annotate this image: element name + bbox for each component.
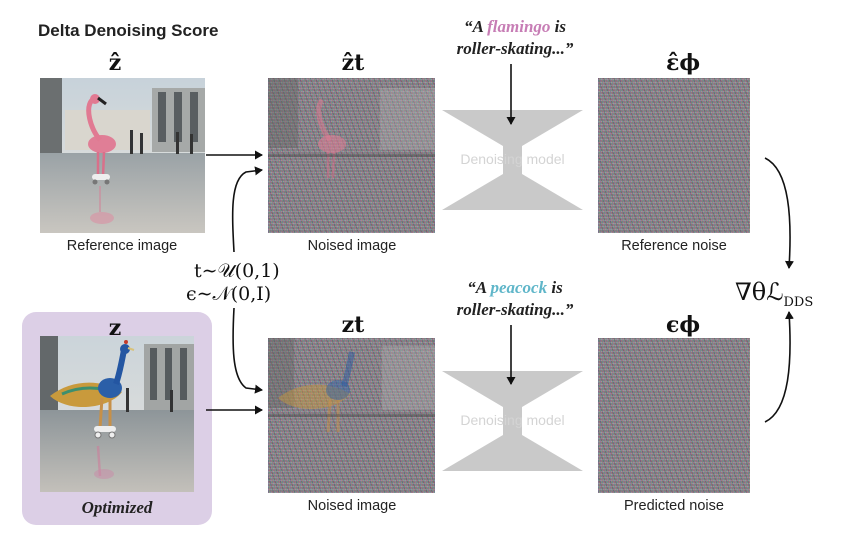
predicted-noise-image: [598, 338, 750, 493]
prompt-top-keyword: flamingo: [487, 17, 551, 36]
diagram-title: Delta Denoising Score: [38, 21, 219, 40]
denoising-model-bottom: [442, 371, 583, 471]
noised-image-bottom: [268, 338, 435, 493]
denoising-model-top: [442, 110, 583, 210]
reference-image: [40, 78, 205, 233]
timestep-sampling: t∼𝒰(0,1): [194, 260, 280, 282]
optimized-image: [40, 336, 194, 492]
prompt-top-line2: roller-skating...”: [456, 39, 574, 58]
prompt-bottom: “A peacock is roller-skating...”: [420, 277, 610, 321]
dds-loss-gradient: ∇θℒDDS: [735, 278, 813, 310]
dds-loss-subscript: DDS: [783, 294, 814, 310]
noised-image-caption-top: Noised image: [307, 238, 397, 254]
predicted-noise-caption: Predicted noise: [624, 498, 724, 514]
prompt-bottom-suffix: is: [547, 278, 563, 297]
ref-latent-symbol: ẑ: [108, 50, 122, 76]
reference-noise-image: [598, 78, 750, 233]
noise-sampling: ϵ∼𝒩(0,I): [186, 283, 272, 305]
denoising-model-label-bottom: Denoising model: [460, 412, 565, 428]
noised-latent-symbol-bottom: zt: [341, 312, 365, 338]
reference-noise-caption: Reference noise: [621, 238, 727, 254]
prompt-bottom-line2: roller-skating...”: [456, 300, 574, 319]
prompt-top-prefix: “A: [463, 17, 488, 36]
prompt-top: “A flamingo is roller-skating...”: [420, 16, 610, 60]
prompt-top-suffix: is: [550, 17, 567, 36]
prompt-bottom-prefix: “A: [467, 278, 491, 297]
reference-image-caption: Reference image: [66, 238, 178, 254]
arrow-ref-noise-to-loss: [764, 157, 794, 269]
arrow-noise-to-bottom: [232, 307, 263, 394]
optimized-caption: Optimized: [81, 498, 153, 517]
dds-loss-prefix: ∇θℒ: [735, 278, 784, 306]
noise-prediction-symbol-bottom: ϵϕ: [665, 312, 701, 338]
arrow-noise-to-top: [231, 166, 263, 253]
noise-prediction-symbol-top: ε̂ϕ: [665, 50, 701, 76]
optimized-latent-symbol: z: [108, 315, 122, 341]
noised-latent-symbol-top: ẑt: [341, 50, 365, 76]
denoising-model-label-top: Denoising model: [460, 151, 565, 167]
noised-image-caption-bottom: Noised image: [307, 498, 397, 514]
prompt-bottom-keyword: peacock: [490, 278, 548, 297]
noised-image-top: [268, 78, 435, 233]
arrow-pred-noise-to-loss: [764, 311, 794, 423]
